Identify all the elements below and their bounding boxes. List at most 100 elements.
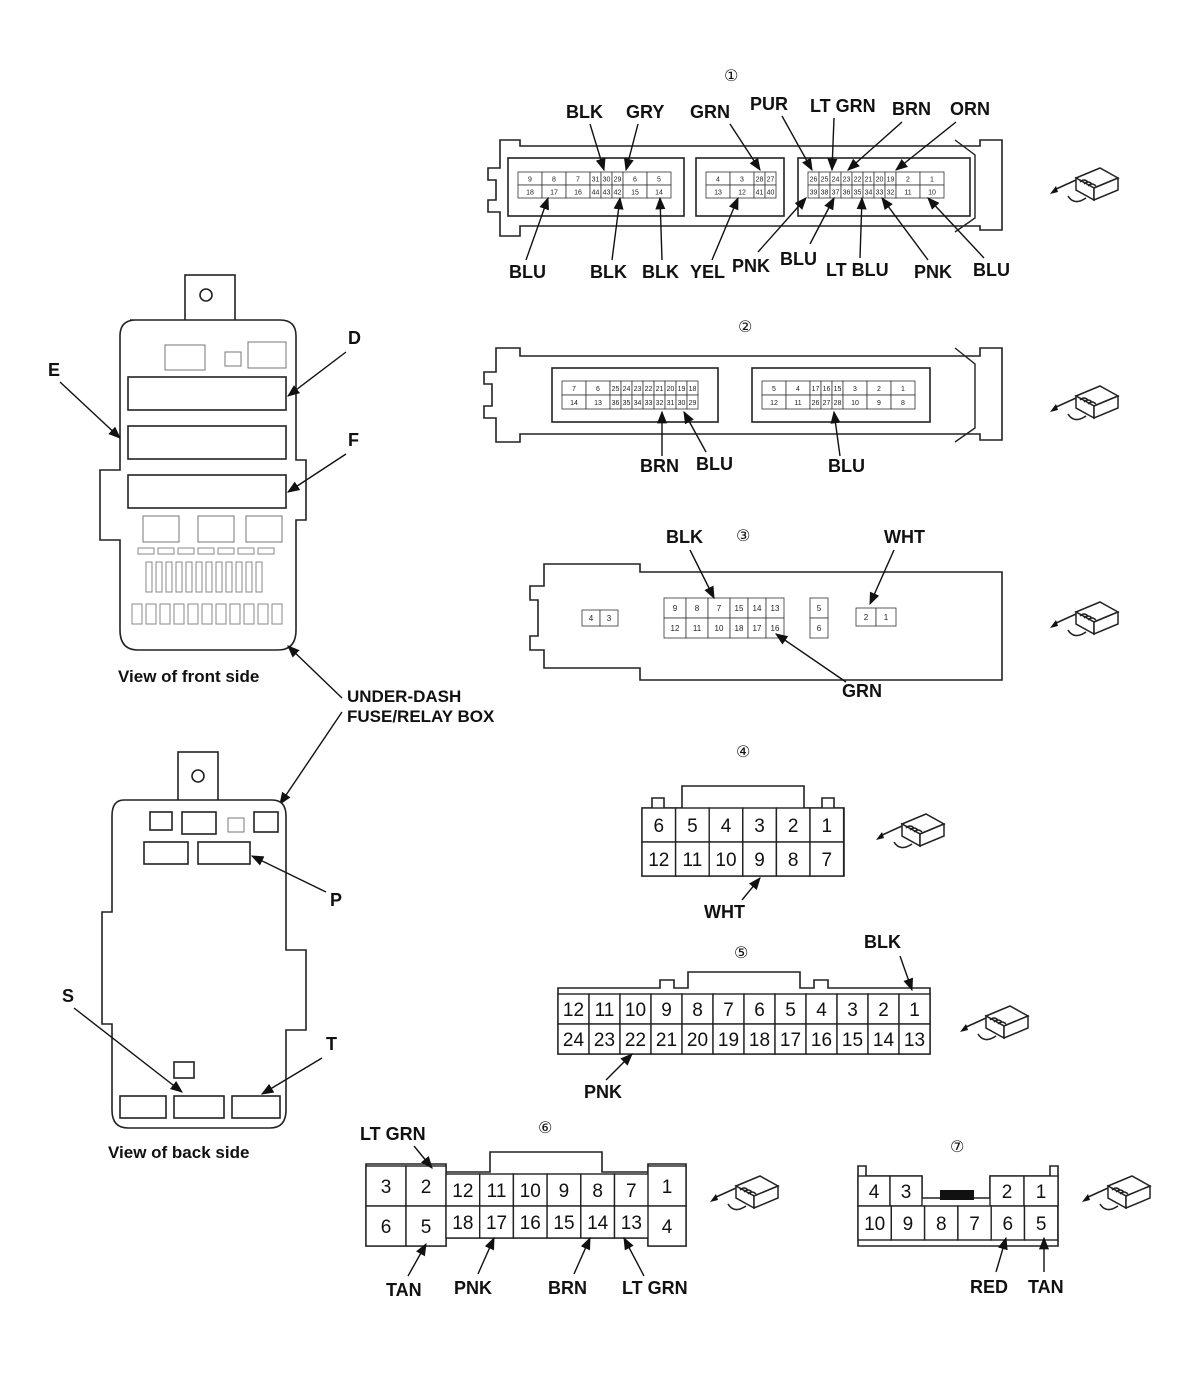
pin-number: 13 <box>594 400 602 407</box>
pin-number: 13 <box>771 604 780 613</box>
pin-number: 36 <box>843 190 851 197</box>
pin-cell <box>681 1023 714 1055</box>
pin-number: 2 <box>878 1000 889 1021</box>
pin-number: 29 <box>689 400 697 407</box>
c7-wire-tan: TAN <box>1028 1277 1064 1297</box>
front-view-caption: View of front side <box>118 667 259 686</box>
pin-number: 1 <box>822 816 833 837</box>
pin-number: 2 <box>421 1177 432 1198</box>
pin-number: 17 <box>780 1030 801 1051</box>
pin-number: 11 <box>904 190 911 197</box>
pin-number: 10 <box>851 400 859 407</box>
pin-number: 15 <box>834 386 842 393</box>
pin-cell <box>712 1023 745 1055</box>
pin-number: 10 <box>864 1214 885 1235</box>
c2-wire-brn: BRN <box>640 456 679 476</box>
label-d: D <box>348 328 361 348</box>
pin-number: 9 <box>754 850 765 871</box>
pin-number: 23 <box>594 1030 615 1051</box>
pin-number: 9 <box>559 1181 570 1202</box>
c3-terminal-view-icon <box>1049 601 1119 637</box>
pin-number: 16 <box>823 386 831 393</box>
c1-wire-blk-1: BLK <box>590 262 627 282</box>
pin-number: 10 <box>625 1000 646 1021</box>
pin-cell <box>647 1205 687 1247</box>
pin-cell <box>405 1205 447 1247</box>
c2-wire-blu-2: BLU <box>828 456 865 476</box>
pin-number: 23 <box>843 177 851 184</box>
pin-number: 2 <box>788 816 799 837</box>
pin-number: 14 <box>570 400 578 407</box>
pin-number: 6 <box>754 1000 765 1021</box>
pin-number: 20 <box>667 386 675 393</box>
pin-cell <box>641 841 677 877</box>
pin-number: 24 <box>832 177 840 184</box>
pin-number: 11 <box>794 400 801 407</box>
pin-number: 39 <box>810 190 818 197</box>
pin-cell <box>890 394 916 410</box>
c1-wire-blu-3: BLU <box>973 260 1010 280</box>
c7-terminal-view-icon <box>1081 1175 1151 1211</box>
pin-number: 3 <box>381 1177 392 1198</box>
pin-number: 2 <box>1002 1182 1013 1203</box>
c1-wire-orn: ORN <box>950 99 990 119</box>
pin-cell <box>1023 1205 1059 1241</box>
pin-number: 11 <box>683 850 703 871</box>
pin-number: 13 <box>621 1213 642 1234</box>
pin-number: 38 <box>821 190 829 197</box>
pin-number: 3 <box>847 1000 858 1021</box>
pin-number: 20 <box>687 1030 708 1051</box>
c1-wire-pnk-1: PNK <box>732 256 770 276</box>
pin-cell <box>650 993 683 1025</box>
pin-number: 19 <box>887 177 895 184</box>
c2-terminal-view-icon <box>1049 385 1119 421</box>
pin-number: 10 <box>928 190 936 197</box>
c5-wire-blk: BLK <box>864 932 901 952</box>
c1-wire-pnk-2: PNK <box>914 262 952 282</box>
pin-number: 36 <box>612 400 620 407</box>
pin-number: 3 <box>853 386 857 393</box>
pin-number: 30 <box>678 400 686 407</box>
pin-cell <box>775 807 811 843</box>
pin-number: 10 <box>715 624 724 633</box>
pin-number: 9 <box>903 1214 914 1235</box>
pin-number: 26 <box>812 400 820 407</box>
pin-number: 17 <box>812 386 820 393</box>
label-s: S <box>62 986 74 1006</box>
pin-number: 14 <box>587 1213 609 1234</box>
pin-number: 16 <box>574 190 582 197</box>
pin-number: 11 <box>693 624 702 633</box>
pin-number: 27 <box>767 177 775 184</box>
pin-number: 42 <box>614 190 622 197</box>
pin-number: 4 <box>589 614 594 623</box>
pin-number: 34 <box>865 190 873 197</box>
pin-number: 1 <box>1036 1182 1047 1203</box>
pin-cell <box>686 394 699 410</box>
pin-number: 3 <box>754 816 765 837</box>
pin-number: 18 <box>452 1213 473 1234</box>
pin-number: 11 <box>487 1181 507 1202</box>
c1-wire-lt-grn-top: LT GRN <box>810 96 876 116</box>
pin-number: 40 <box>767 190 775 197</box>
pin-number: 22 <box>645 386 653 393</box>
pin-number: 9 <box>661 1000 672 1021</box>
pin-number: 22 <box>625 1030 646 1051</box>
pin-number: 11 <box>595 1000 615 1021</box>
pin-number: 12 <box>770 400 778 407</box>
pin-number: 17 <box>550 190 558 197</box>
pin-number: 13 <box>904 1030 925 1051</box>
pin-number: 18 <box>689 386 697 393</box>
connector-1-number: ① <box>724 66 738 85</box>
pin-cell <box>875 607 897 627</box>
pin-number: 8 <box>692 1000 703 1021</box>
pin-number: 8 <box>592 1181 603 1202</box>
c7-wire-red: RED <box>970 1277 1008 1297</box>
pin-number: 10 <box>520 1181 541 1202</box>
pin-number: 4 <box>662 1217 673 1238</box>
pin-number: 9 <box>877 400 881 407</box>
pin-number: 12 <box>671 624 680 633</box>
pin-number: 4 <box>796 386 800 393</box>
